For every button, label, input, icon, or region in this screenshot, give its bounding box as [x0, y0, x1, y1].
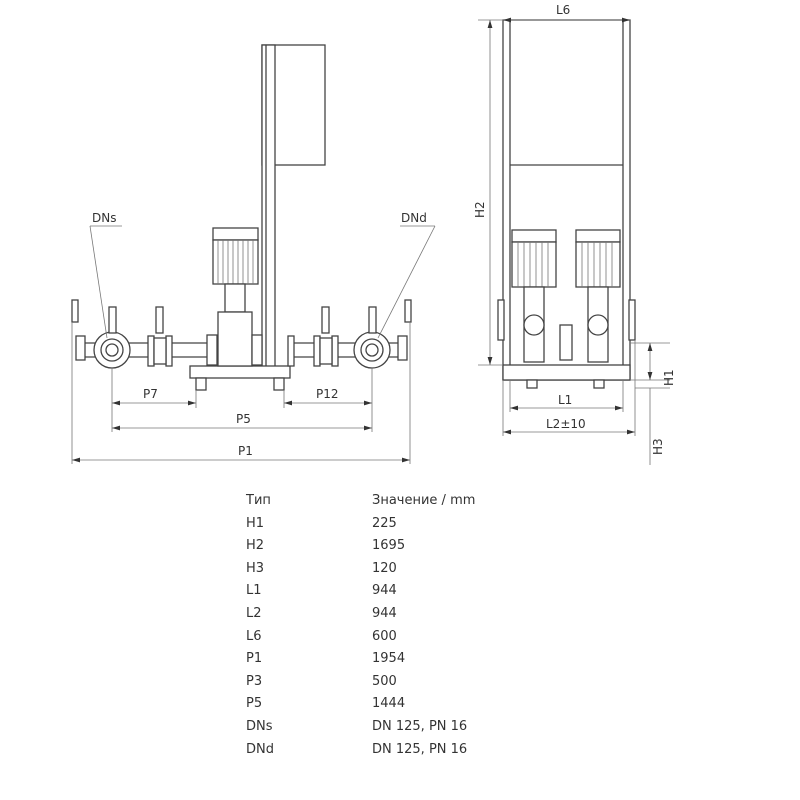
row-value: 120	[372, 560, 397, 576]
table-row: H2 1695	[246, 535, 475, 558]
row-value: DN 125, PN 16	[372, 718, 468, 734]
row-value: DN 125, PN 16	[372, 741, 468, 757]
pump-unit	[206, 227, 263, 367]
pump-2	[575, 229, 621, 363]
row-type: L2	[246, 605, 262, 621]
label-p1: P1	[238, 444, 253, 458]
row-value: 225	[372, 515, 397, 531]
pump-1	[511, 229, 557, 363]
label-p12: P12	[316, 387, 339, 401]
table-row: L6 600	[246, 626, 475, 649]
table-row: DNs DN 125, PN 16	[246, 716, 475, 739]
side-view: L6 H2 H1 H3 L1 L2±10	[473, 3, 676, 465]
label-p7: P7	[143, 387, 158, 401]
row-value: 944	[372, 583, 397, 599]
panel-stand	[261, 44, 276, 371]
label-h3: H3	[651, 438, 665, 455]
header-type: Тип	[246, 493, 271, 508]
suction-manifold	[71, 299, 173, 369]
row-type: P3	[246, 673, 263, 689]
row-type: P5	[246, 696, 263, 712]
row-value: 500	[372, 673, 397, 689]
header-value: Значение / mm	[372, 493, 476, 508]
table-row: H3 120	[246, 558, 475, 581]
dimensions-table: Тип Значение / mm H1 225 H2 1695 H3 120 L1 9…	[246, 490, 475, 761]
table-row: L1 944	[246, 580, 475, 603]
row-type: P1	[246, 651, 263, 667]
label-h2: H2	[473, 201, 487, 218]
label-h1: H1	[662, 369, 676, 386]
label-l1: L1	[558, 393, 572, 407]
row-type: H2	[246, 538, 265, 554]
base-frame	[189, 365, 291, 379]
row-type: L6	[246, 628, 262, 644]
label-dns: DNs	[92, 211, 116, 225]
label-l6: L6	[556, 3, 570, 17]
table-row: DNd DN 125, PN 16	[246, 739, 475, 762]
table-header: Тип Значение / mm	[246, 490, 475, 513]
row-type: H1	[246, 515, 265, 531]
row-value: 1954	[372, 651, 406, 667]
row-type: DNd	[246, 741, 274, 757]
label-dnd: DNd	[401, 211, 427, 225]
front-view: DNs DNd P7 P12 P5 P1	[71, 44, 436, 464]
row-type: H3	[246, 560, 265, 576]
discharge-manifold	[287, 299, 412, 369]
row-value: 944	[372, 605, 397, 621]
row-value: 1444	[372, 696, 406, 712]
row-type: DNs	[246, 718, 273, 734]
label-p5: P5	[236, 412, 251, 426]
table-row: P5 1444	[246, 693, 475, 716]
table-row: L2 944	[246, 603, 475, 626]
table-row: H1 225	[246, 513, 475, 536]
row-value: 1695	[372, 538, 406, 554]
table-row: P1 1954	[246, 648, 475, 671]
row-type: L1	[246, 583, 262, 599]
row-value: 600	[372, 628, 397, 644]
label-l2: L2±10	[546, 417, 586, 431]
table-row: P3 500	[246, 671, 475, 694]
